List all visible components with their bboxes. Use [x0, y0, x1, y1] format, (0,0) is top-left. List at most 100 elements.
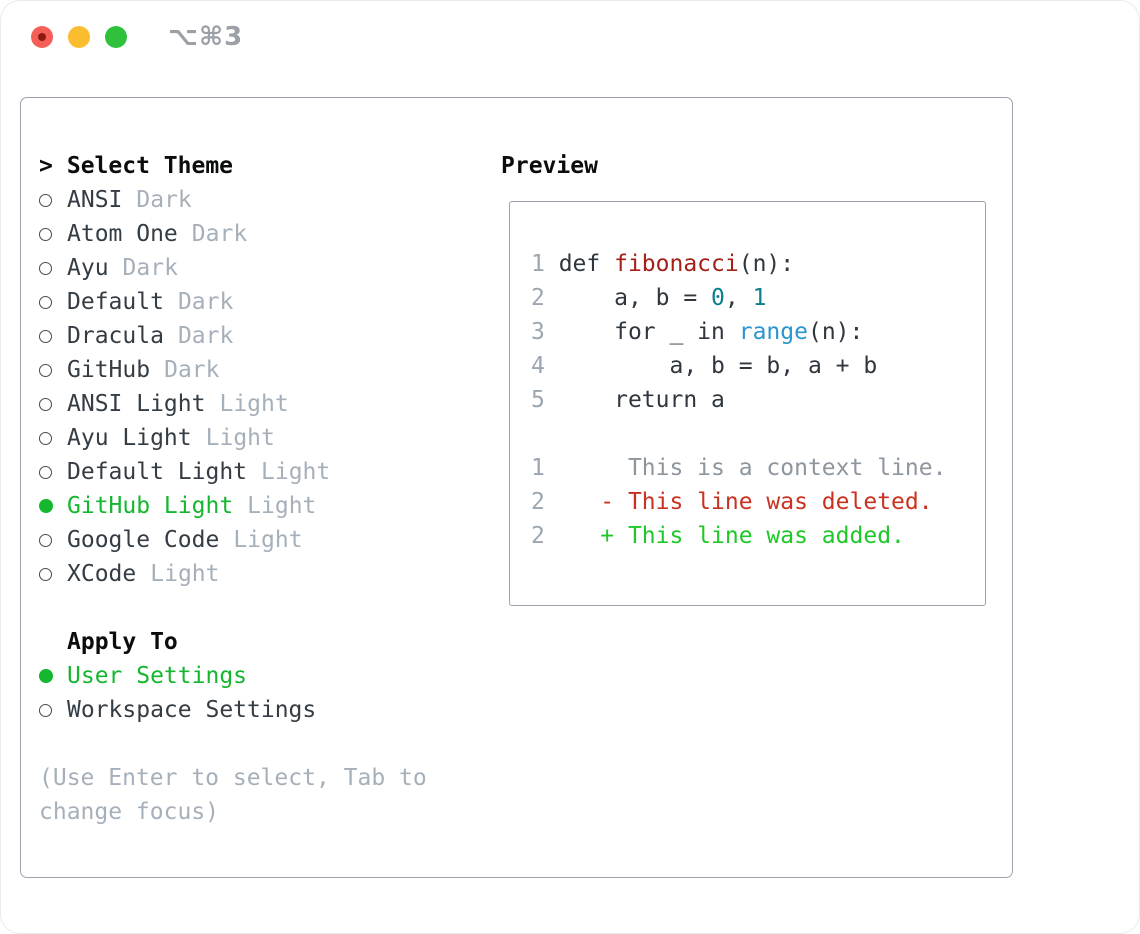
radio-unselected-icon: [39, 567, 52, 581]
diff-preview: 1 This is a context line. 2 - This line w…: [531, 451, 985, 553]
theme-variant-tag: Dark: [191, 221, 248, 247]
radio-unselected-icon: [39, 227, 52, 241]
theme-label: Atom One: [67, 221, 178, 247]
radio-unselected-icon: [39, 533, 52, 547]
spacer: [39, 727, 427, 761]
theme-option-ansi[interactable]: ANSI Dark: [39, 183, 427, 217]
code-token-plain: def: [558, 251, 615, 277]
code-token-plain: return a: [558, 387, 725, 413]
titlebar: ⌥⌘3: [0, 0, 1140, 74]
radio-unselected-icon: [39, 295, 52, 309]
code-token-plain: (n):: [807, 319, 864, 345]
code-line: 5 return a: [531, 383, 985, 417]
theme-label: GitHub Light: [67, 493, 234, 519]
code-token-plain: a, b = b, a + b: [558, 353, 878, 379]
radio-selected-icon: [39, 669, 53, 683]
theme-variant-tag: Dark: [177, 323, 234, 349]
theme-label: Default Light: [67, 459, 248, 485]
apply-to-header: Apply To: [39, 625, 427, 659]
select-theme-title: Select Theme: [66, 153, 234, 179]
code-token-plain: for _ in: [558, 319, 739, 345]
theme-label: Dracula: [67, 323, 164, 349]
code-token-plain: ,: [724, 285, 753, 311]
line-number: 5: [531, 387, 559, 413]
theme-variant-tag: Dark: [136, 187, 192, 213]
zoom-button[interactable]: [105, 26, 127, 48]
code-token-plain: a, b =: [558, 285, 712, 311]
theme-variant-tag: Dark: [177, 289, 234, 315]
hint-line: (Use Enter to select, Tab to: [39, 765, 427, 791]
radio-unselected-icon: [39, 193, 52, 207]
hint-line: change focus): [39, 799, 220, 825]
window-shortcut-title: ⌥⌘3: [168, 22, 244, 52]
close-button[interactable]: [31, 26, 53, 48]
theme-option-default-light[interactable]: Default Light Light: [39, 455, 427, 489]
theme-variant-tag: Light: [261, 459, 331, 485]
preview-header: Preview: [501, 149, 598, 183]
line-number: 3: [531, 319, 559, 345]
diff-text: + This line was added.: [558, 523, 905, 549]
minimize-button[interactable]: [68, 26, 90, 48]
hint-text: (Use Enter to select, Tab to change focus…: [39, 761, 427, 829]
preview-title: Preview: [501, 153, 598, 179]
theme-variant-tag: Dark: [122, 255, 178, 281]
apply-option-workspace-settings[interactable]: Workspace Settings: [39, 693, 427, 727]
theme-label: ANSI Light: [67, 391, 206, 417]
theme-variant-tag: Light: [205, 425, 275, 451]
radio-unselected-icon: [39, 363, 52, 377]
line-number: 2: [531, 489, 559, 515]
spacer: [531, 417, 985, 451]
diff-line-added: 2 + This line was added.: [531, 519, 985, 553]
radio-unselected-icon: [39, 465, 52, 479]
radio-unselected-icon: [39, 397, 52, 411]
theme-variant-tag: Light: [247, 493, 317, 519]
line-number: 2: [531, 285, 559, 311]
cursor-indicator: >: [39, 153, 53, 179]
line-number: 4: [531, 353, 559, 379]
code-token-func: fibonacci: [614, 251, 739, 277]
diff-line-deleted: 2 - This line was deleted.: [531, 485, 985, 519]
code-line: 3 for _ in range(n):: [531, 315, 985, 349]
line-number: 1: [531, 455, 559, 481]
theme-option-atom-one[interactable]: Atom One Dark: [39, 217, 427, 251]
apply-option-user-settings[interactable]: User Settings: [39, 659, 427, 693]
code-line: 1 def fibonacci(n):: [531, 247, 985, 281]
theme-option-ayu-light[interactable]: Ayu Light Light: [39, 421, 427, 455]
theme-option-xcode[interactable]: XCode Light: [39, 557, 427, 591]
theme-label: ANSI: [67, 187, 123, 213]
theme-option-dracula[interactable]: Dracula Dark: [39, 319, 427, 353]
theme-variant-tag: Light: [150, 561, 220, 587]
radio-unselected-icon: [39, 261, 52, 275]
theme-option-github-light[interactable]: GitHub Light Light: [39, 489, 427, 523]
radio-unselected-icon: [39, 329, 52, 343]
code-line: 4 a, b = b, a + b: [531, 349, 985, 383]
diff-text: - This line was deleted.: [558, 489, 933, 515]
spacer: [39, 591, 427, 625]
apply-to-title: Apply To: [67, 629, 178, 655]
radio-unselected-icon: [39, 703, 52, 717]
code-token-builtin: range: [738, 319, 808, 345]
theme-variant-tag: Dark: [164, 357, 220, 383]
diff-text: This is a context line.: [558, 455, 947, 481]
theme-label: XCode: [67, 561, 137, 587]
select-theme-header: > Select Theme: [39, 149, 427, 183]
line-number: 1: [531, 251, 559, 277]
radio-selected-icon: [39, 499, 53, 513]
theme-label: Ayu Light: [67, 425, 192, 451]
code-line: 2 a, b = 0, 1: [531, 281, 985, 315]
radio-unselected-icon: [39, 431, 52, 445]
code-token-plain: (n):: [738, 251, 795, 277]
apply-option-label: User Settings: [67, 663, 248, 689]
